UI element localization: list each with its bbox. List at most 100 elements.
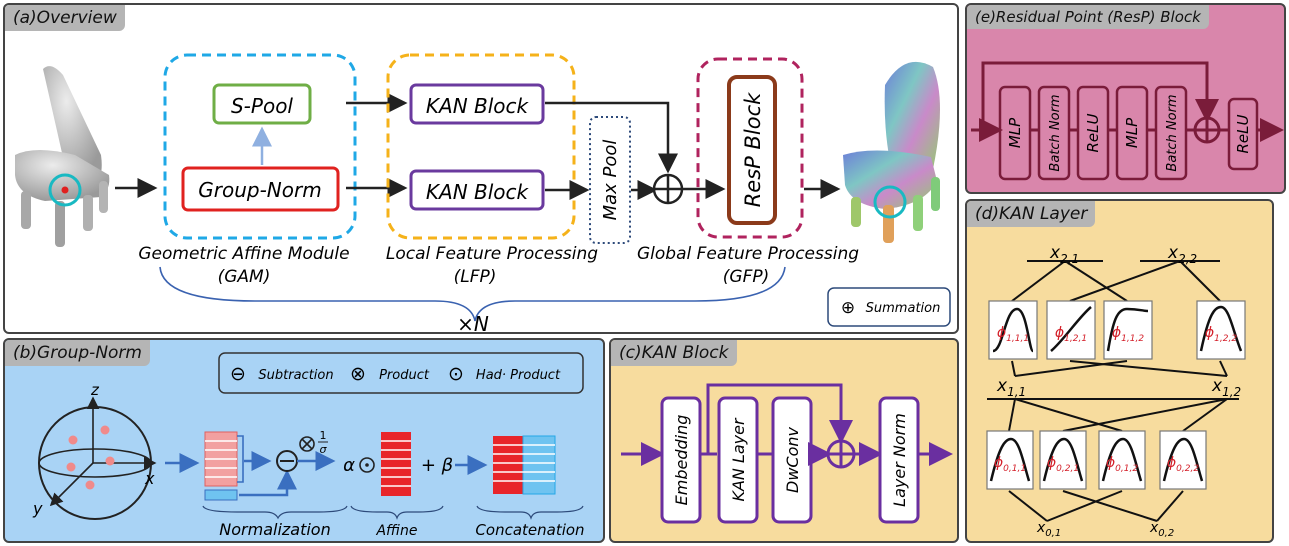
resp-relu-2 <box>1227 97 1259 171</box>
overview-diagram: S-Pool Group-Norm KAN Block KAN Block Ma… <box>15 53 951 332</box>
kanblock-summation-node <box>826 439 856 469</box>
kanlayer-panel-title: (d)KAN Layer <box>967 201 1096 227</box>
summation-legend-text: Summation <box>866 301 941 316</box>
phi-box-bottom-2: ϕ0,2,1 <box>1039 430 1087 490</box>
affine-label: Affine <box>375 523 417 539</box>
resp-block <box>727 75 777 225</box>
gam-label: Geometric Affine Module <box>138 244 349 264</box>
lfp-label: Local Feature Processing <box>386 244 598 264</box>
resp-relu-1 <box>1076 85 1110 181</box>
phi-box-top-1: ϕ1,1,1 <box>988 300 1038 360</box>
resp-block-label: ResP Block <box>741 92 765 207</box>
repeat-brace <box>159 266 786 322</box>
kan-block-bottom-label: KAN Block <box>426 180 530 204</box>
x22-label: x2,2 <box>1167 243 1197 266</box>
gfp-label: Global Feature Processing <box>637 244 859 264</box>
resp-bn-1 <box>1037 85 1071 181</box>
resp-relu-2-label: ReLU <box>1234 114 1252 153</box>
spool-label: S-Pool <box>231 94 293 118</box>
lfp-region <box>386 53 576 240</box>
maxpool-label: Max Pool <box>600 140 621 221</box>
factor-denominator: σ <box>320 443 328 456</box>
x12-label: x1,2 <box>1211 376 1241 399</box>
product-node <box>299 436 315 452</box>
kanblock-diagram: Embedding KAN Layer DwConv Layer Norm <box>621 383 953 524</box>
kanlayer-diagram: x2,1 x2,2 x1,1 x1,2 x0,1 x0,2 ϕ1,1,1 ϕ1,… <box>986 243 1246 539</box>
normalization-stack <box>204 431 244 501</box>
summation-legend <box>827 287 951 327</box>
resp-mlp-2 <box>1115 85 1149 181</box>
lfp-abbr: (LFP) <box>454 267 497 287</box>
resp-bn-2-label: Batch Norm <box>1165 94 1180 171</box>
operator-legend <box>218 352 584 394</box>
product-symbol: ⊗ <box>350 363 366 385</box>
resp-bn-2 <box>1154 85 1188 181</box>
resp-panel-title: (e)Residual Point (ResP) Block <box>967 5 1209 29</box>
axis-x-label: x <box>144 469 155 488</box>
summation-legend-symbol: ⊕ <box>841 298 855 318</box>
kanlayer-panel: (d)KAN Layer x2,1 x2,2 x1,1 <box>965 199 1274 543</box>
groupnorm-block <box>181 166 340 212</box>
resp-summation-node <box>1193 116 1221 144</box>
phi-box-top-2: ϕ1,2,1 <box>1046 300 1096 360</box>
subtraction-node <box>276 450 298 472</box>
hadamard-node <box>359 457 375 473</box>
kanblock-panel-title: (c)KAN Block <box>611 340 737 366</box>
embedding-block <box>660 396 702 524</box>
kan-block-top <box>409 83 545 125</box>
gfp-region <box>696 57 804 239</box>
phi-box-top-4: ϕ1,2,2 <box>1196 300 1246 360</box>
repeat-label: ×N <box>457 312 489 332</box>
groupnorm-panel: (b)Group-Norm ⊖ Subtraction ⊗ Product ⊙ … <box>3 338 605 543</box>
input-query-circle <box>48 173 82 207</box>
resp-bn-1-label: Batch Norm <box>1048 94 1063 171</box>
layer-norm-block <box>878 396 920 524</box>
resp-mlp-1-label: MLP <box>1006 117 1024 148</box>
resp-mlp-1 <box>998 85 1032 181</box>
affine-stack <box>381 432 411 496</box>
hadamard-text: Had· Product <box>476 368 561 383</box>
summation-node <box>652 173 684 205</box>
resp-relu-1-label: ReLU <box>1084 113 1102 152</box>
kan-block-top-label: KAN Block <box>426 94 530 118</box>
x21-label: x2,1 <box>1049 243 1079 266</box>
normalization-label: Normalization <box>219 520 330 539</box>
subtraction-symbol: ⊖ <box>230 363 246 385</box>
axis-z-label: z <box>90 381 100 399</box>
layer-norm-label: Layer Norm <box>890 413 909 507</box>
gam-abbr: (GAM) <box>218 267 271 287</box>
output-point-cloud-chair <box>843 61 940 243</box>
dwconv-label: DwConv <box>783 426 802 493</box>
groupnorm-panel-title: (b)Group-Norm <box>5 340 150 366</box>
kan-layer-block <box>717 396 759 524</box>
phi-box-top-3: ϕ1,1,2 <box>1103 300 1153 360</box>
product-text: Product <box>379 368 430 383</box>
kanblock-panel: (c)KAN Block Embedding KAN Layer DwConv … <box>609 338 959 543</box>
x02-label: x0,2 <box>1149 520 1174 539</box>
resp-panel: (e)Residual Point (ResP) Block MLP Batch… <box>965 3 1286 194</box>
gfp-abbr: (GFP) <box>723 267 769 287</box>
overview-panel: (a)Overview S-Pool Group-No <box>3 3 959 334</box>
kan-layer-label: KAN Layer <box>729 417 748 502</box>
maxpool-block <box>589 116 631 244</box>
output-query-circle <box>873 185 907 219</box>
x11-label: x1,1 <box>996 376 1026 399</box>
concatenation-stack <box>493 435 556 495</box>
subtraction-text: Subtraction <box>258 368 333 383</box>
concatenation-label: Concatenation <box>475 521 584 539</box>
resp-diagram: MLP Batch Norm ReLU MLP Batch Norm ReLU <box>971 61 1284 181</box>
input-point-cloud-chair <box>15 66 110 247</box>
groupnorm-label: Group-Norm <box>198 178 321 202</box>
gam-region <box>163 53 357 240</box>
kan-block-bottom <box>409 169 545 211</box>
embedding-label: Embedding <box>672 415 691 506</box>
plus-beta: + β <box>421 455 453 476</box>
factor-numerator: 1 <box>320 429 327 442</box>
axis-y-label: y <box>32 499 43 518</box>
query-point <box>61 186 69 194</box>
x01-label: x0,1 <box>1036 520 1061 539</box>
phi-box-bottom-3: ϕ0,1,2 <box>1098 430 1146 490</box>
hadamard-symbol: ⊙ <box>448 363 464 385</box>
phi-box-bottom-4: ϕ0,2,2 <box>1159 430 1207 490</box>
spool-block <box>212 83 312 125</box>
